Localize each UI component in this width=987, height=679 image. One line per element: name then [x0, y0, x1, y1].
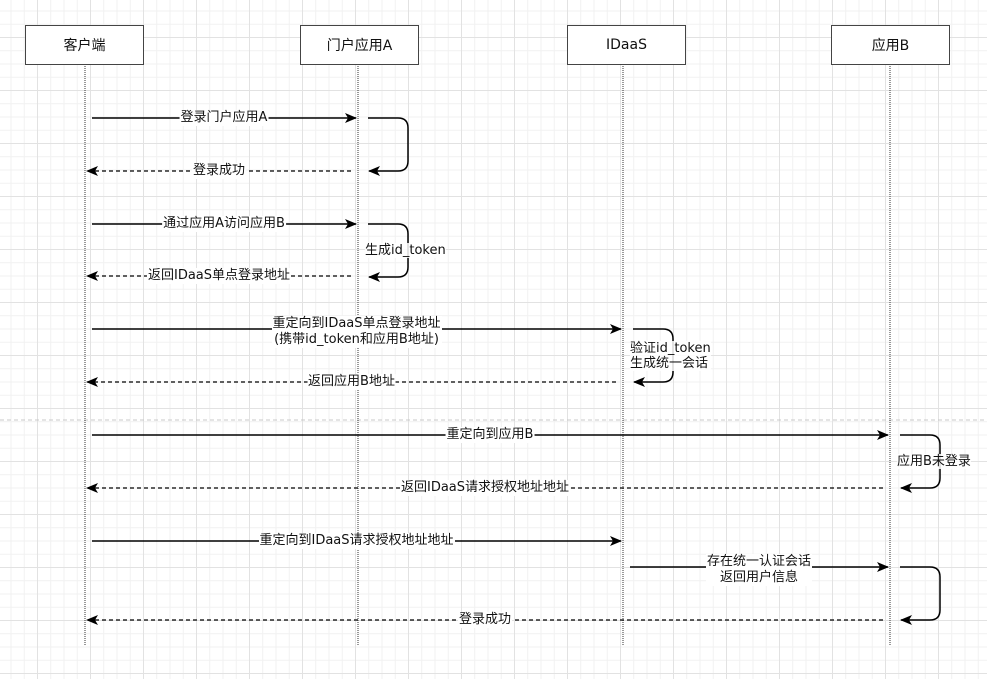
- actor-portal-a[interactable]: 门户应用A: [300, 25, 419, 65]
- actor-portal-a-label: 门户应用A: [326, 38, 393, 54]
- message-label: 登录门户应用A: [179, 110, 269, 126]
- message-label: 登录成功: [457, 612, 513, 628]
- message-label: 返回IDaaS单点登录地址: [146, 268, 292, 284]
- actor-client[interactable]: 客户端: [25, 25, 144, 65]
- message-label: 重定向到IDaaS单点登录地址(携带id_token和应用B地址): [271, 316, 442, 348]
- message-label: 登录成功: [191, 163, 247, 179]
- self-message-label: 生成id_token: [365, 243, 446, 258]
- message-label: 存在统一认证会话返回用户信息: [705, 554, 813, 586]
- self-message-label: 应用B未登录: [897, 454, 971, 469]
- message-label: 重定向到IDaaS请求授权地址地址: [258, 533, 455, 549]
- actor-idaas[interactable]: IDaaS: [567, 25, 686, 65]
- message-label: 返回应用B地址: [307, 374, 396, 390]
- actor-idaas-label: IDaaS: [606, 37, 647, 53]
- message-label: 重定向到应用B: [445, 427, 535, 443]
- self-message-14: [900, 566, 941, 625]
- message-label: 通过应用A访问应用B: [162, 216, 286, 232]
- message-label: 返回IDaaS请求授权地址地址: [399, 480, 571, 496]
- self-message-1: [368, 117, 409, 176]
- actor-client-label: 客户端: [63, 38, 106, 54]
- actor-app-b[interactable]: 应用B: [831, 25, 950, 65]
- actor-app-b-label: 应用B: [871, 38, 910, 54]
